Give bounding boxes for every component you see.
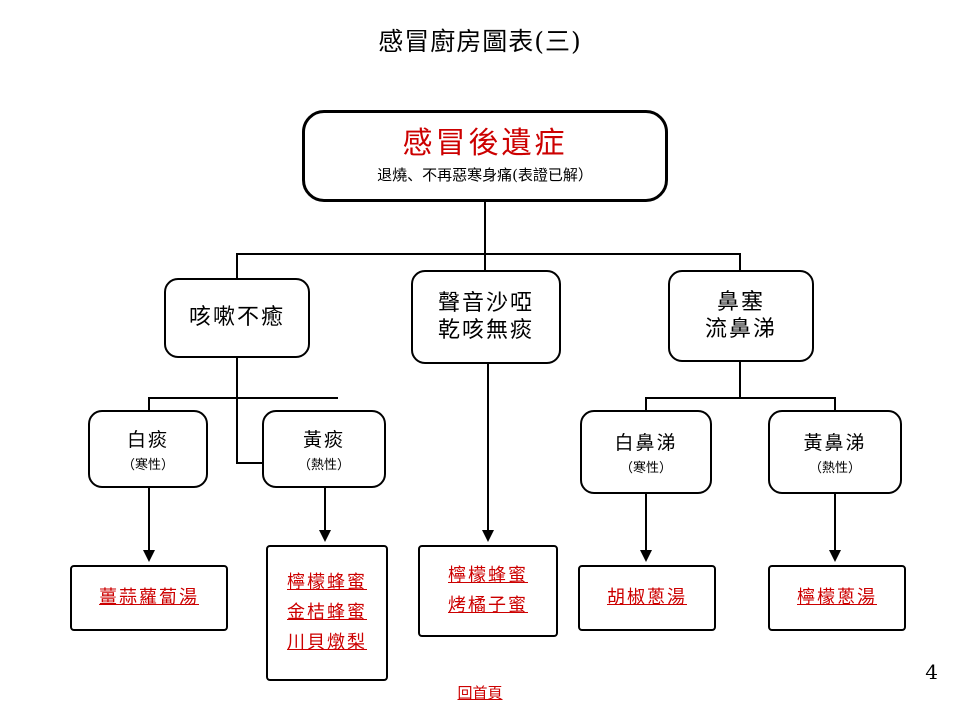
connector-cough-right-lower bbox=[236, 462, 264, 464]
node-subtype-white-mucus[interactable]: 白鼻涕 （寒性） bbox=[580, 410, 712, 494]
node-subtype-white-phlegm-note: （寒性） bbox=[121, 458, 174, 473]
remedy-line: 烤橘子蜜 bbox=[448, 595, 528, 616]
node-remedy-dry-cough[interactable]: 檸檬蜂蜜 烤橘子蜜 bbox=[418, 545, 558, 637]
node-subtype-yellow-mucus[interactable]: 黃鼻涕 （熱性） bbox=[768, 410, 902, 494]
node-subtype-yellow-phlegm-note: （熱性） bbox=[297, 458, 350, 473]
connector-cough-split bbox=[148, 397, 338, 399]
arrow-head-white-mucus bbox=[640, 550, 652, 562]
remedy-line: 薑蒜蘿蔔湯 bbox=[99, 587, 199, 609]
arrow-head-dry-cough bbox=[482, 530, 494, 542]
node-symptom-nasal-line1: 鼻塞 bbox=[716, 289, 765, 315]
arrow-shaft-dry-cough bbox=[487, 364, 489, 530]
remedy-line: 檸檬蔥湯 bbox=[797, 587, 877, 609]
remedy-line: 胡椒蔥湯 bbox=[607, 587, 687, 609]
connector-root-down bbox=[484, 202, 486, 254]
remedy-line: 檸檬蜂蜜 bbox=[287, 572, 367, 594]
remedy-line: 金桔蜂蜜 bbox=[287, 602, 367, 624]
node-remedy-lemon-scallion-soup[interactable]: 檸檬蔥湯 bbox=[768, 565, 906, 631]
connector-nose-left bbox=[645, 397, 647, 410]
node-subtype-white-phlegm[interactable]: 白痰 （寒性） bbox=[88, 410, 208, 488]
arrow-head-yellow-phlegm bbox=[319, 530, 331, 542]
connector-nose-right bbox=[834, 397, 836, 410]
node-symptom-nasal[interactable]: 鼻塞 流鼻涕 bbox=[668, 270, 814, 362]
node-remedy-ginger-garlic-radish-soup[interactable]: 薑蒜蘿蔔湯 bbox=[70, 565, 228, 631]
node-symptom-nasal-line2: 流鼻涕 bbox=[704, 317, 777, 342]
connector-to-nose bbox=[739, 253, 741, 270]
connector-cough-right-down bbox=[236, 397, 238, 463]
remedy-line: 檸檬蜂蜜 bbox=[448, 565, 528, 587]
connector-nose-split bbox=[645, 397, 835, 399]
node-symptom-hoarse-voice-line1: 聲音沙啞 bbox=[437, 290, 534, 316]
node-subtype-yellow-mucus-label: 黃鼻涕 bbox=[803, 432, 867, 454]
node-subtype-white-mucus-label: 白鼻涕 bbox=[614, 432, 678, 454]
node-symptom-hoarse-voice[interactable]: 聲音沙啞 乾咳無痰 bbox=[411, 270, 561, 364]
root-node[interactable]: 感冒後遺症 退燒、不再惡寒身痛(表證已解） bbox=[302, 110, 668, 202]
arrow-shaft-white-mucus bbox=[645, 494, 647, 550]
node-symptom-hoarse-voice-line2: 乾咳無痰 bbox=[437, 318, 534, 343]
root-node-title: 感冒後遺症 bbox=[402, 126, 568, 161]
connector-to-voice bbox=[484, 253, 486, 270]
arrow-shaft-yellow-phlegm bbox=[324, 488, 326, 530]
node-subtype-yellow-phlegm-label: 黃痰 bbox=[302, 429, 345, 451]
remedy-line: 川貝燉梨 bbox=[287, 631, 367, 653]
arrow-shaft-ginger bbox=[148, 488, 150, 550]
arrow-shaft-yellow-mucus bbox=[834, 494, 836, 550]
connector-cough-left bbox=[148, 397, 150, 410]
node-symptom-cough-line1: 咳嗽不癒 bbox=[188, 305, 285, 331]
node-subtype-yellow-phlegm[interactable]: 黃痰 （熱性） bbox=[262, 410, 386, 488]
node-subtype-white-mucus-note: （寒性） bbox=[619, 461, 672, 476]
node-subtype-white-phlegm-label: 白痰 bbox=[126, 429, 169, 451]
connector-cough-down bbox=[236, 358, 238, 398]
home-link[interactable]: 回首頁 bbox=[457, 684, 503, 702]
page-title: 感冒廚房圖表(三) bbox=[378, 27, 582, 56]
node-remedy-yellow-phlegm[interactable]: 檸檬蜂蜜 金桔蜂蜜 川貝燉梨 bbox=[266, 545, 388, 681]
arrow-head-ginger bbox=[143, 550, 155, 562]
arrow-head-yellow-mucus bbox=[829, 550, 841, 562]
connector-to-cough bbox=[236, 253, 238, 278]
node-symptom-cough[interactable]: 咳嗽不癒 bbox=[164, 278, 310, 358]
root-node-subtitle: 退燒、不再惡寒身痛(表證已解） bbox=[377, 166, 593, 184]
connector-nose-down bbox=[739, 362, 741, 398]
node-remedy-pepper-scallion-soup[interactable]: 胡椒蔥湯 bbox=[578, 565, 716, 631]
connector-trunk-horizontal bbox=[236, 253, 740, 255]
node-subtype-yellow-mucus-note: （熱性） bbox=[808, 461, 861, 476]
page-number: 4 bbox=[925, 660, 938, 684]
